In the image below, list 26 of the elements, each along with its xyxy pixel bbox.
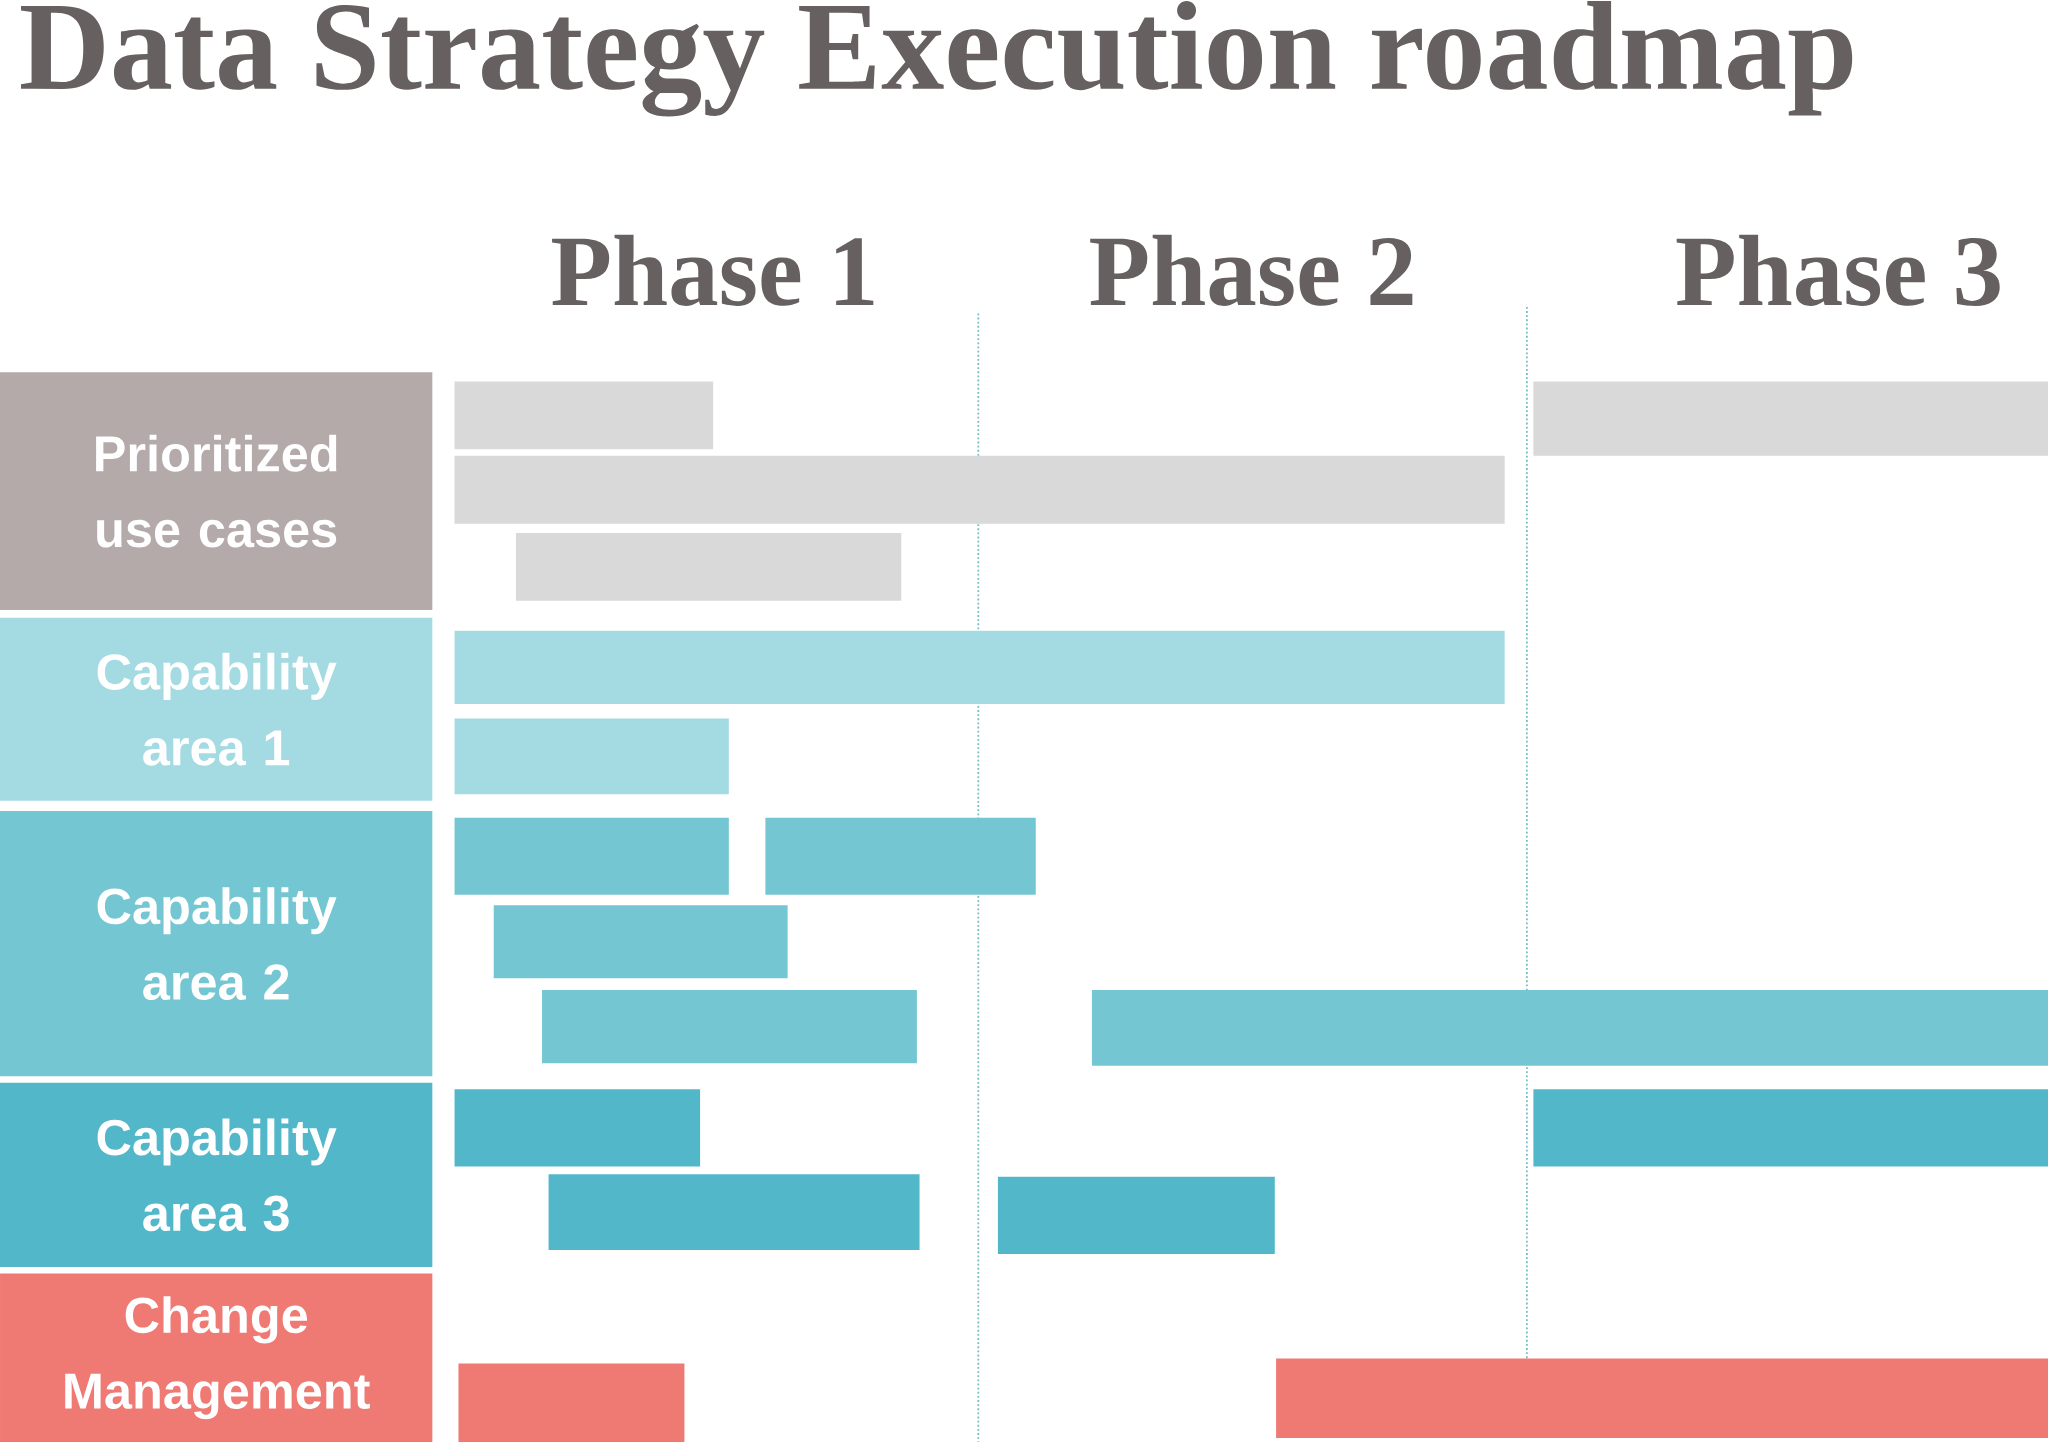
gantt-bar	[765, 817, 1036, 895]
row-header: Prioritized use cases	[0, 372, 433, 610]
gantt-bar	[1091, 990, 2048, 1066]
row-header: Capability area 2	[0, 811, 433, 1077]
gantt-bar	[454, 381, 714, 450]
gantt-bar	[1533, 381, 2048, 456]
gantt-bar	[542, 990, 917, 1064]
phase-label: Phase 2	[1090, 234, 1413, 306]
gantt-bar	[1276, 1358, 2048, 1439]
row-header: Capability area 3	[0, 1082, 433, 1267]
gantt-bar	[454, 817, 729, 895]
gantt-bar	[515, 532, 902, 601]
gantt-bar	[454, 718, 729, 795]
gantt-bar	[454, 455, 1505, 524]
gantt-bar	[454, 630, 1505, 704]
row-header: Change Management	[0, 1273, 433, 1442]
gantt-bar	[1533, 1089, 2048, 1167]
title: Data Strategy Execution roadmap	[21, 1, 1853, 117]
phase-label: Phase 1	[552, 234, 874, 306]
row-header: Capability area 1	[0, 617, 433, 801]
gantt-bar	[548, 1174, 920, 1250]
gantt-bar	[493, 905, 788, 979]
phase-label: Phase 3	[1676, 234, 2000, 306]
gantt-bar	[454, 1089, 701, 1167]
gantt-bar	[997, 1176, 1275, 1254]
gantt-bar	[458, 1363, 685, 1442]
